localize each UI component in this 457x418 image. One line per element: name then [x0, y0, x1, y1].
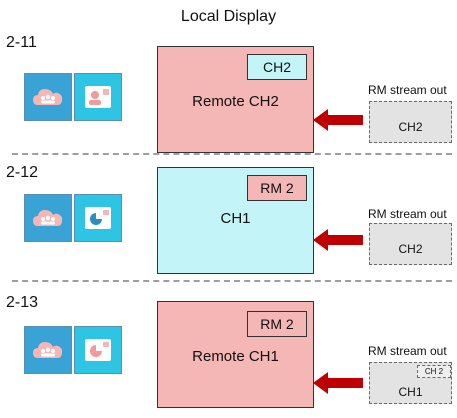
rm-mini-inset: CH 2 — [417, 365, 451, 378]
screen-label: Remote CH1 — [192, 348, 279, 365]
cloud-users-icon — [24, 73, 72, 121]
pie-chart-icon — [74, 326, 122, 374]
rm-stream-box: CH2 — [369, 223, 452, 265]
rm-stream-caption: RM stream out — [368, 207, 447, 221]
rm-stream-caption: RM stream out — [368, 83, 447, 97]
diagram-title: Local Display — [180, 8, 277, 25]
row-label-2-12: 2-12 — [6, 164, 39, 181]
pip-inset: RM 2 — [247, 311, 307, 337]
pip-inset: CH2 — [247, 54, 307, 80]
cloud-users-icon — [24, 194, 72, 242]
rm-stream-box: CH 2 CH1 — [369, 362, 452, 404]
rm-stream-box: CH2 — [369, 101, 452, 143]
screen-label: CH1 — [220, 210, 251, 227]
pie-chart-icon — [74, 194, 122, 242]
rm-stream-label: CH2 — [398, 242, 423, 256]
arrow-left-icon — [313, 372, 363, 394]
rm-stream-caption: RM stream out — [368, 344, 447, 358]
row-label-2-11: 2-11 — [6, 34, 37, 51]
row-separator — [12, 280, 452, 282]
pip-inset: RM 2 — [247, 175, 307, 201]
row-label-2-13: 2-13 — [6, 294, 39, 311]
arrow-left-icon — [313, 109, 363, 131]
person-card-icon — [74, 73, 122, 121]
local-display-screen: RM 2 Remote CH1 — [157, 301, 314, 408]
rm-stream-label: CH2 — [398, 120, 423, 134]
row-separator — [12, 153, 452, 155]
local-display-screen: RM 2 CH1 — [157, 167, 314, 274]
arrow-left-icon — [313, 229, 363, 251]
local-display-screen: CH2 Remote CH2 — [157, 46, 314, 153]
rm-stream-label: CH1 — [398, 385, 423, 399]
screen-label: Remote CH2 — [192, 93, 279, 110]
cloud-users-icon — [24, 326, 72, 374]
